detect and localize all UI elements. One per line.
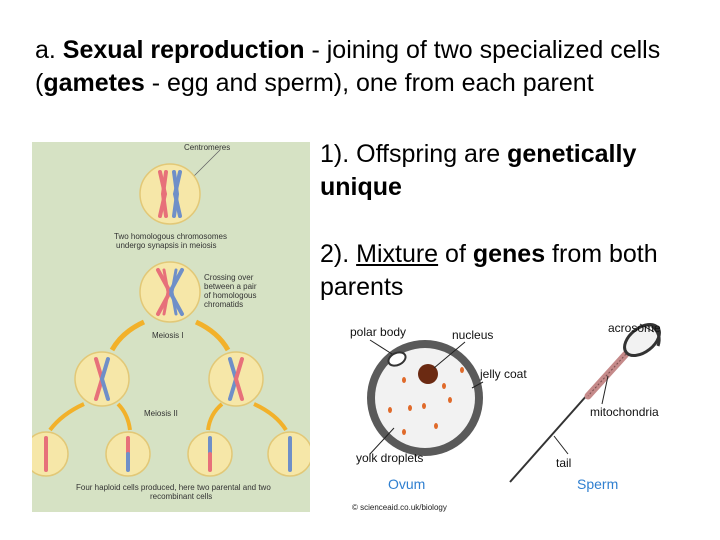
sperm-head (623, 322, 661, 358)
centromeres-label: Centromeres (184, 143, 230, 152)
sperm-label: Sperm (577, 476, 618, 492)
haploid-cell-1 (32, 431, 69, 477)
haploid-cell-4 (267, 431, 310, 477)
term-sexual-reproduction: Sexual reproduction (62, 36, 305, 64)
intro-text-2: - egg and sperm), one from each parent (144, 69, 594, 97)
arrow-ii-2 (116, 402, 132, 431)
nucleus (418, 364, 438, 384)
meiosis-ii-label: Meiosis II (144, 409, 178, 418)
nucleus-label: nucleus (452, 328, 493, 342)
point-genetically-unique: 1). Offspring are genetically unique (320, 138, 700, 204)
point2-suffix: from both parents (320, 240, 658, 301)
point1-prefix: 1). Offspring are (320, 140, 508, 168)
gamete-diagram: polar body nucleus jelly coat yolk dropl… (350, 321, 661, 512)
acrosome-label: acrosome (608, 321, 661, 335)
ovum-label: Ovum (388, 476, 425, 492)
mitochondria-leader (601, 375, 609, 405)
polar-body-label: polar body (350, 325, 406, 339)
point2-bold: genes (472, 240, 546, 268)
point-mixture-of-genes: 2). Mixture of genes from both parents (320, 238, 700, 304)
cell-meiosis-i-left (74, 351, 130, 407)
image-credit: © scienceaid.co.uk/biology (352, 503, 447, 512)
haploid-caption-line1: Four haploid cells produced, here two pa… (76, 483, 271, 492)
arrow-meiosis-i-right (194, 319, 231, 352)
point1-bold: genetically unique (320, 140, 637, 201)
sperm-illustration (509, 322, 661, 483)
centromeres-leader-line (191, 149, 221, 179)
term-gametes: gametes (43, 69, 145, 97)
yolk-droplets-label: yolk droplets (356, 451, 423, 465)
arrow-ii-4 (253, 402, 288, 432)
acrosome-leader (639, 323, 655, 333)
polar-body-leader (369, 339, 393, 355)
ovum-cytoplasm (375, 348, 475, 448)
yolk-leader (369, 427, 395, 455)
nucleus-leader (433, 341, 466, 369)
point2-underlined: Mixture (356, 240, 439, 268)
meiosis-diagram: Centromeres Two homologous chromosomes u… (32, 142, 310, 512)
synapsis-label-line1: Two homologous chromosomes (114, 232, 227, 241)
crossing-label-line4: chromatids (204, 300, 243, 309)
mitochondria-label: mitochondria (590, 405, 659, 419)
point2-mid: of (438, 240, 473, 268)
intro-paragraph: a. Sexual reproduction - joining of two … (35, 34, 695, 100)
arrow-meiosis-i-left (109, 319, 146, 352)
haploid-cell-3 (187, 431, 233, 477)
cell-synapsis (139, 163, 201, 225)
tail-leader (553, 435, 569, 455)
jelly-coat-leader (471, 381, 484, 389)
yolk-droplets (388, 367, 464, 435)
haploid-caption-line2: recombinant cells (150, 492, 212, 501)
polar-body (387, 351, 407, 367)
synapsis-label-line2: undergo synapsis in meiosis (116, 241, 217, 250)
acrosome (651, 324, 661, 347)
meiosis-i-label: Meiosis I (152, 331, 184, 340)
crossing-label-line3: of homologous (204, 291, 256, 300)
cell-crossing-over (139, 261, 201, 323)
sperm-tail (509, 393, 589, 483)
haploid-cell-2 (105, 431, 151, 477)
intro-text-1: - joining of two specialized cells ( (35, 36, 661, 97)
crossing-label-line1: Crossing over (204, 273, 254, 282)
cell-meiosis-i-right (208, 351, 264, 407)
intro-prefix: a. (35, 36, 63, 64)
jelly-coat-label: jelly coat (479, 367, 527, 381)
crossing-label-line2: between a pair (204, 282, 257, 291)
point2-prefix: 2). (320, 240, 357, 268)
arrow-ii-3 (206, 402, 224, 431)
tail-label: tail (556, 456, 571, 470)
arrow-ii-1 (48, 402, 85, 432)
ovum-illustration (367, 340, 483, 456)
